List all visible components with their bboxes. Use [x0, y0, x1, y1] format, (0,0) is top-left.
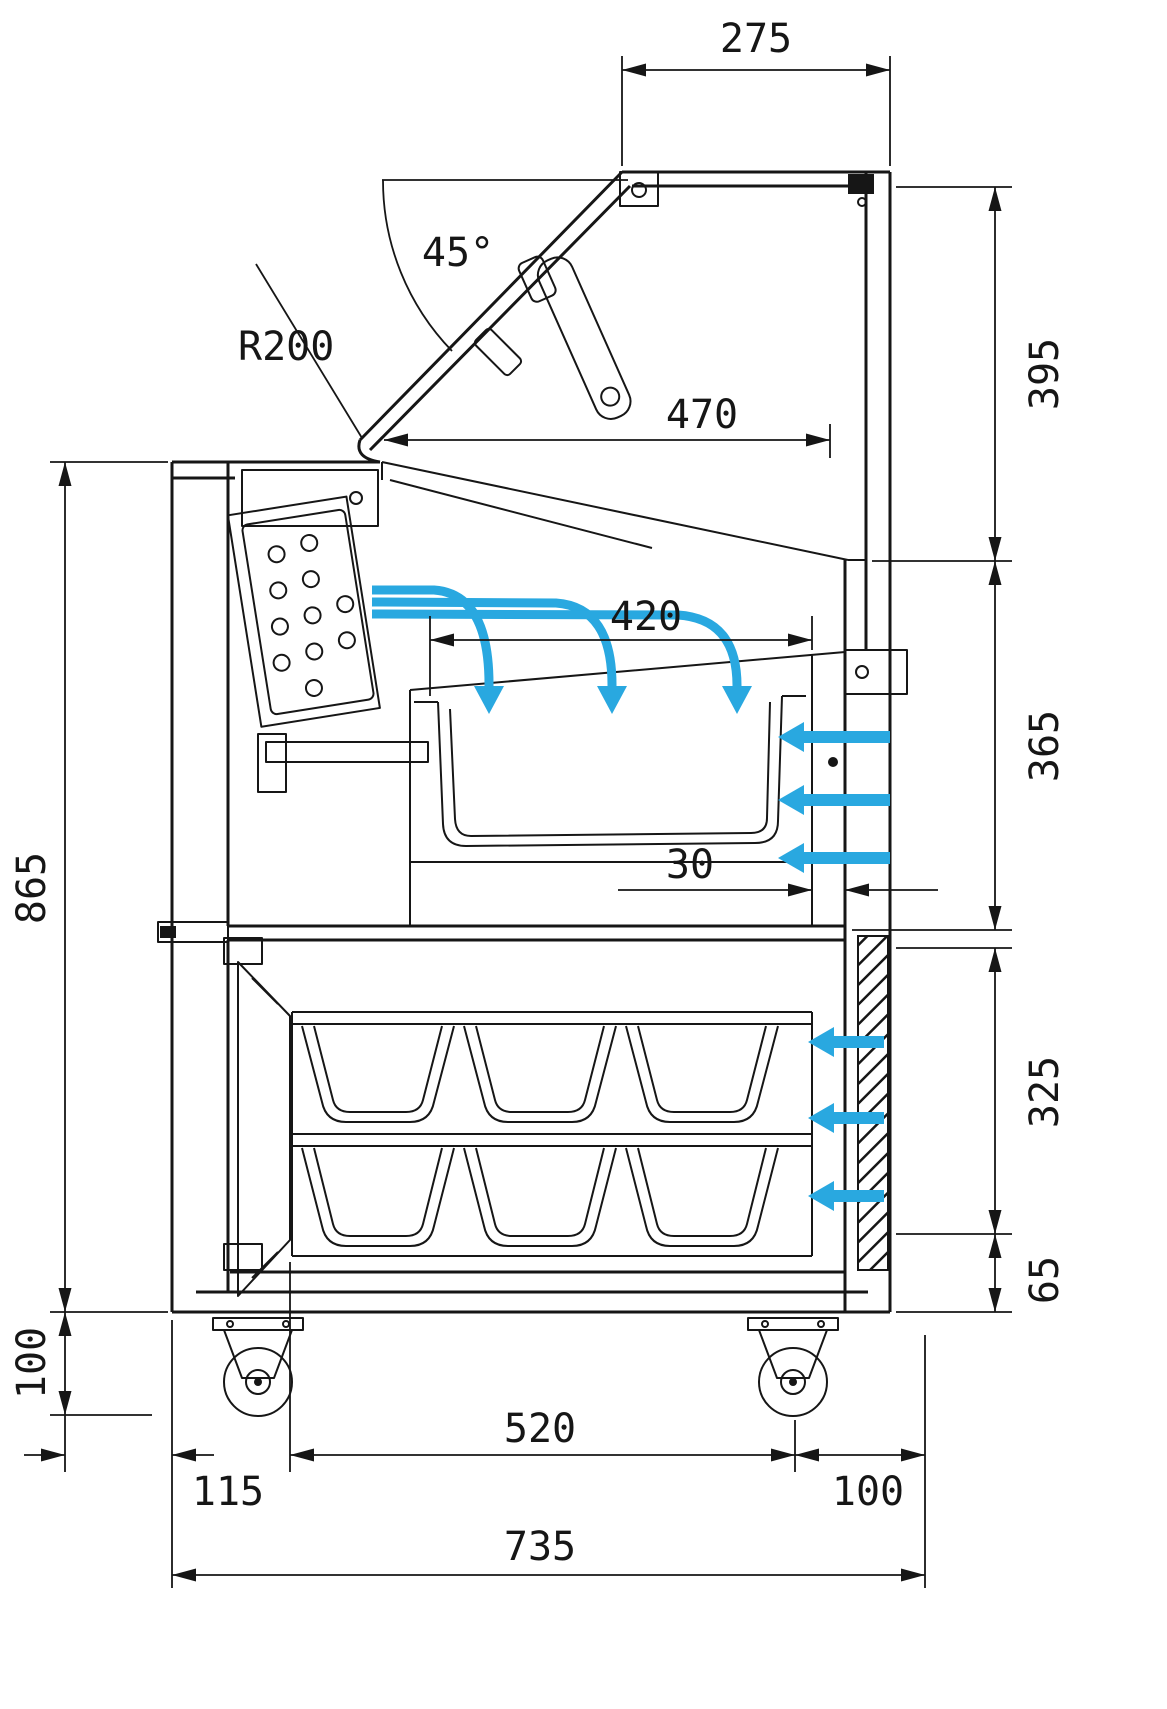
dim-470: 470 — [384, 392, 831, 458]
storage-bin — [625, 1025, 779, 1123]
dim-395: 395 — [872, 186, 1068, 562]
screw — [828, 757, 838, 767]
air-curtain-arrow-1 — [372, 585, 504, 714]
lower-airflow-arrow-2 — [808, 1103, 884, 1133]
dim-325: 325 — [896, 947, 1068, 1235]
storage-bin — [301, 1147, 455, 1247]
dim-365: 365 — [852, 561, 1068, 931]
air-curtain-arrow-3 — [371, 609, 752, 714]
mid-divider — [228, 924, 845, 942]
caster-rear — [747, 1317, 839, 1417]
canopy-panel — [381, 461, 866, 561]
dim-100-right: 100 — [795, 1335, 926, 1588]
dim-865: 865 — [9, 461, 168, 1313]
bin-rack — [291, 1011, 813, 1257]
dim-325-label: 325 — [1022, 1056, 1068, 1128]
perforated-panel — [226, 495, 381, 728]
gastronorm-pan — [414, 695, 806, 847]
glass-hinge-bracket — [619, 171, 659, 207]
rear-airflow-arrow-1 — [778, 722, 890, 752]
dim-100-left: 100 — [9, 1312, 152, 1472]
dim-30: 30 — [618, 842, 938, 897]
dim-365-label: 365 — [1022, 710, 1068, 782]
dim-65: 65 — [896, 1234, 1068, 1313]
pan-support-arm — [257, 733, 429, 793]
cabinet-base — [172, 1270, 890, 1314]
display-deck — [409, 651, 846, 926]
dim-45-label: 45° — [422, 230, 494, 276]
dim-520: 520 — [289, 1262, 796, 1472]
evaporator-bracket — [241, 469, 379, 527]
storage-bin — [463, 1147, 617, 1247]
glass-latch — [473, 327, 523, 377]
airflow-arrows — [371, 585, 890, 1211]
air-duct-grille — [857, 935, 889, 1271]
rear-top-bracket — [848, 174, 874, 207]
dim-735: 735 — [172, 1524, 925, 1582]
dim-865-label: 865 — [9, 852, 55, 924]
dim-470-label: 470 — [666, 392, 738, 438]
storage-bin — [463, 1025, 617, 1123]
cabinet-structure — [170, 170, 892, 1314]
dim-65-label: 65 — [1022, 1256, 1068, 1304]
lower-airflow-arrow-1 — [808, 1027, 884, 1057]
rear-airflow-arrow-2 — [778, 785, 890, 815]
front-glass-45 — [357, 170, 632, 464]
dim-100-left-label: 100 — [9, 1327, 55, 1399]
dim-275: 275 — [621, 16, 891, 166]
dim-275-label: 275 — [720, 16, 792, 62]
storage-bin — [625, 1147, 779, 1247]
dim-520-label: 520 — [504, 1406, 576, 1452]
top-panel — [622, 170, 890, 188]
door-hinge-top — [157, 921, 229, 943]
dim-100-right-label: 100 — [832, 1469, 904, 1515]
dim-735-label: 735 — [504, 1524, 576, 1570]
lower-door — [223, 937, 291, 1297]
dim-r200: R200 — [238, 263, 363, 439]
rear-frame — [828, 649, 908, 767]
dim-r200-label: R200 — [238, 324, 334, 370]
dim-45deg: 45° — [382, 179, 628, 352]
rear-airflow-arrow-3 — [778, 843, 890, 873]
dim-420: 420 — [429, 594, 813, 696]
glass-handle — [517, 255, 632, 420]
dim-115: 115 — [24, 1320, 264, 1588]
lower-airflow-arrow-3 — [808, 1181, 884, 1211]
dim-395-label: 395 — [1022, 338, 1068, 410]
dim-115-label: 115 — [192, 1469, 264, 1515]
air-curtain-arrow-2 — [371, 597, 627, 714]
storage-bin — [301, 1025, 455, 1123]
dim-420-label: 420 — [610, 594, 682, 640]
dim-30-label: 30 — [666, 842, 714, 888]
front-wall — [170, 460, 380, 1312]
